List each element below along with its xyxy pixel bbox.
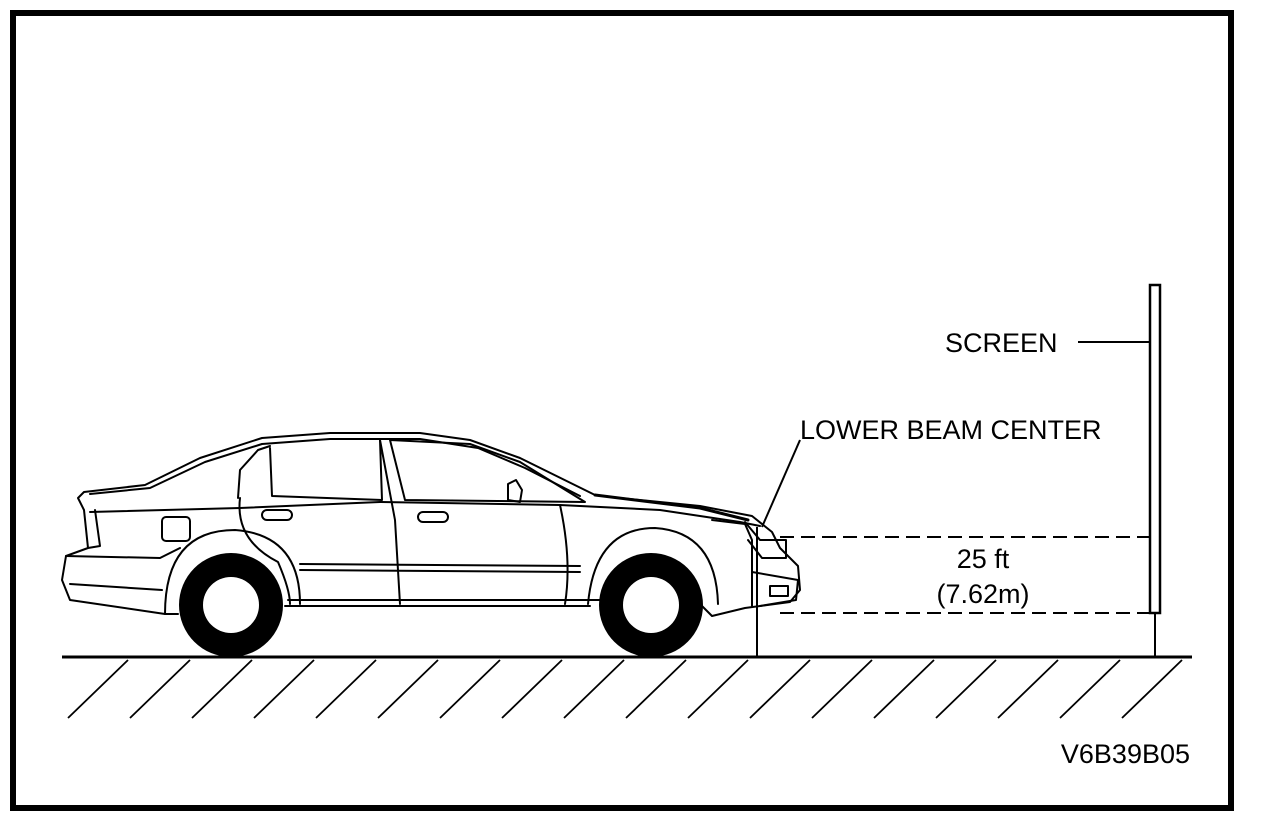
front-wheel-arch	[587, 527, 719, 605]
hatch-line	[253, 659, 315, 719]
front-bumper	[751, 571, 799, 607]
hatch-line	[563, 659, 625, 719]
hatch-line	[873, 659, 935, 719]
hatch-line	[67, 659, 129, 719]
b-pillar-seam	[379, 439, 401, 605]
hatch-line	[1121, 659, 1183, 719]
tail-lamp	[87, 509, 101, 549]
hatch-line	[315, 659, 377, 719]
rear-bumper-line	[65, 547, 181, 559]
hatch-line	[191, 659, 253, 719]
roof-line	[89, 438, 581, 497]
rear-door-handle	[261, 509, 293, 521]
headlamp	[744, 521, 787, 559]
rear-wheel-arch	[164, 529, 301, 615]
front-door-seam	[559, 504, 569, 605]
vehicle	[61, 432, 801, 617]
front-door-window	[389, 439, 586, 503]
ground	[62, 655, 1192, 719]
distance-m-label: (7.62m)	[936, 579, 1029, 609]
side-moulding-bottom	[299, 569, 581, 573]
fuel-door	[161, 516, 191, 542]
hatch-line	[935, 659, 997, 719]
rear-door-seam	[238, 497, 291, 605]
side-mirror	[507, 479, 523, 503]
fog-lamp	[769, 585, 789, 597]
ground-hatching	[67, 659, 1183, 719]
rear-door-window	[269, 439, 383, 501]
hatch-line	[997, 659, 1059, 719]
lower-beam-center-leader	[761, 439, 801, 528]
screen-panel	[1148, 283, 1162, 615]
screen	[1078, 283, 1162, 657]
hatch-line	[439, 659, 501, 719]
rear-bumper-lower	[69, 583, 163, 591]
distance-ft-label: 25 ft	[957, 544, 1010, 574]
screen-label: SCREEN	[945, 328, 1058, 358]
hatch-line	[625, 659, 687, 719]
c-pillar	[237, 445, 271, 499]
hatch-line	[1059, 659, 1121, 719]
beam-lines	[756, 439, 1150, 657]
hatch-line	[811, 659, 873, 719]
hatch-line	[749, 659, 811, 719]
hatch-line	[129, 659, 191, 719]
front-door-handle	[417, 511, 449, 523]
figure-code: V6B39B05	[1061, 739, 1190, 769]
hatch-line	[501, 659, 563, 719]
hood-edge	[593, 493, 750, 522]
side-moulding-top	[299, 563, 581, 567]
rear-wheel	[179, 553, 283, 657]
figure-border	[10, 10, 1234, 811]
lower-beam-center-label: LOWER BEAM CENTER	[800, 415, 1102, 445]
hatch-line	[687, 659, 749, 719]
hatch-line	[377, 659, 439, 719]
front-wheel	[599, 553, 703, 657]
front-fender-edge	[711, 519, 753, 607]
